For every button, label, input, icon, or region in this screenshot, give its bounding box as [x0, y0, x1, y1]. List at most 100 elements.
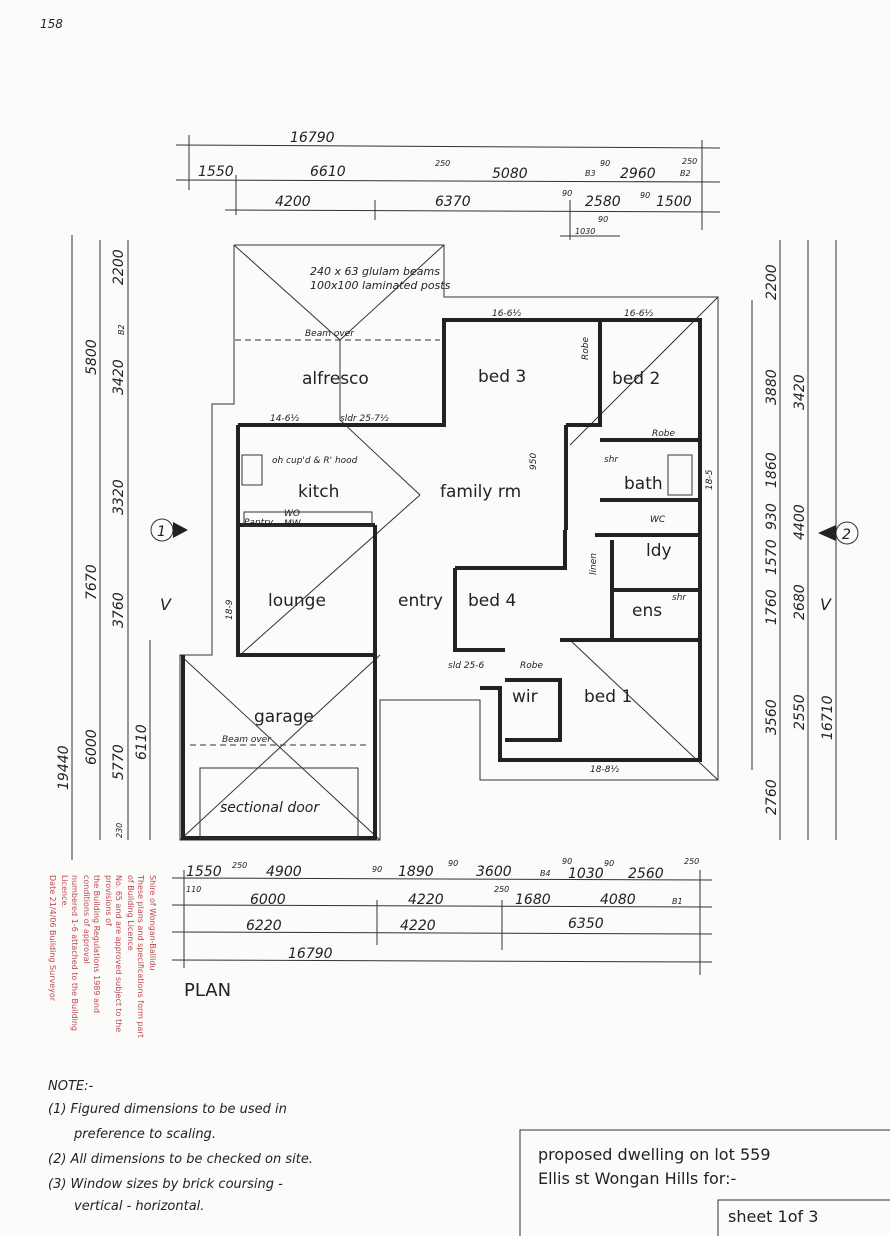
svg-text:WO: WO [284, 509, 300, 519]
svg-text:18-8½: 18-8½ [590, 765, 619, 775]
svg-text:1570: 1570 [764, 539, 780, 575]
annotations: 240 x 63 glulam beams 100x100 laminated … [222, 265, 715, 775]
stamp-line-part: No. 65 and are approved subject to the [114, 875, 123, 1032]
stamp-line-part: the Building Regulations 1989 and [92, 875, 101, 1013]
svg-text:16790: 16790 [290, 130, 335, 146]
svg-text:250: 250 [435, 159, 450, 168]
svg-text:2760: 2760 [764, 779, 780, 815]
notes: NOTE:- (1) Figured dimensions to be used… [48, 1079, 313, 1214]
svg-text:3600: 3600 [476, 864, 512, 880]
svg-text:sheet 1of 3: sheet 1of 3 [728, 1207, 818, 1226]
svg-text:2550: 2550 [792, 694, 808, 730]
svg-text:1030: 1030 [568, 866, 604, 882]
svg-text:B1: B1 [672, 897, 683, 906]
svg-text:19440: 19440 [56, 745, 72, 790]
svg-text:3420: 3420 [111, 359, 127, 395]
svg-text:2960: 2960 [620, 166, 656, 182]
walls [181, 318, 702, 840]
svg-text:3760: 3760 [111, 592, 127, 628]
room-kitchen: kitch [298, 482, 339, 502]
stamp-line-part: provisions of [104, 875, 113, 926]
svg-text:V: V [160, 595, 172, 614]
svg-text:90: 90 [600, 159, 610, 168]
svg-text:100x100 laminated posts: 100x100 laminated posts [310, 279, 451, 292]
svg-text:1550: 1550 [198, 164, 234, 180]
svg-text:90: 90 [562, 857, 572, 866]
svg-text:proposed dwelling on lot 5: proposed dwelling on lot 559 [538, 1145, 771, 1164]
stamp-line-part: of Building Licence [126, 875, 135, 951]
svg-text:B2: B2 [680, 169, 691, 178]
svg-text:5080: 5080 [492, 166, 528, 182]
svg-text:V: V [820, 595, 832, 614]
svg-text:2200: 2200 [764, 264, 780, 300]
room-labels: alfresco bed 3 bed 2 kitch family rm bat… [220, 367, 672, 816]
svg-text:2: 2 [842, 527, 851, 543]
svg-text:90: 90 [448, 859, 458, 868]
svg-text:shr: shr [672, 593, 687, 603]
svg-text:4220: 4220 [408, 892, 444, 908]
svg-text:950: 950 [529, 453, 539, 470]
svg-text:sld 25-6: sld 25-6 [448, 661, 484, 671]
room-ensuite: ens [632, 601, 662, 621]
stamp-line-part: These plans and specifications form part [136, 874, 145, 1038]
svg-text:5770: 5770 [111, 744, 127, 780]
room-laundry: ldy [646, 541, 672, 561]
sectional-door-label: sectional door [220, 800, 320, 816]
svg-text:MW: MW [284, 519, 302, 529]
svg-text:16-6½: 16-6½ [492, 309, 521, 319]
svg-text:(3) Window sizes by brick cour: (3) Window sizes by brick coursing - [48, 1177, 283, 1192]
svg-text:90: 90 [562, 189, 572, 198]
svg-text:B3: B3 [585, 169, 596, 178]
svg-text:3420: 3420 [792, 374, 808, 410]
svg-text:oh cup'd & R' hood: oh cup'd & R' hood [272, 456, 358, 466]
svg-text:NOTE:-: NOTE:- [48, 1079, 93, 1094]
svg-text:110: 110 [186, 885, 201, 894]
svg-text:3880: 3880 [764, 369, 780, 405]
svg-text:6000: 6000 [250, 892, 286, 908]
stamp-line1: These plans and specifications form part… [126, 874, 145, 1038]
room-wir: wir [512, 687, 538, 707]
svg-text:1860: 1860 [764, 452, 780, 488]
svg-text:6350: 6350 [568, 916, 604, 932]
svg-text:3560: 3560 [764, 699, 780, 735]
stamp-line3: the Building Regulations 1989 andconditi… [82, 875, 101, 1013]
svg-text:14-6½: 14-6½ [270, 414, 299, 424]
stamp-line-part: Licence. [60, 875, 69, 908]
svg-text:5800: 5800 [84, 339, 100, 375]
svg-text:16710: 16710 [820, 695, 836, 740]
svg-text:930: 930 [764, 503, 780, 530]
svg-text:18-5: 18-5 [705, 469, 715, 490]
right-dimensions: 2200 3880 3420 1860 4400 930 1570 2680 1… [751, 240, 837, 840]
svg-text:vertical - horizontal.: vertical - horizontal. [74, 1199, 204, 1214]
svg-text:4200: 4200 [275, 194, 311, 210]
svg-text:90: 90 [604, 859, 614, 868]
svg-text:preference to scaling.: preference to scaling. [73, 1127, 216, 1142]
svg-text:B4: B4 [540, 869, 551, 878]
svg-text:Beam over: Beam over [305, 329, 355, 339]
room-bed2: bed 2 [612, 369, 660, 389]
room-bed4: bed 4 [468, 591, 516, 611]
room-alfresco: alfresco [302, 369, 369, 389]
svg-text:B2: B2 [117, 324, 126, 335]
svg-text:1550: 1550 [186, 864, 222, 880]
svg-text:Ellis st Wongan Hills for:: Ellis st Wongan Hills for:- [538, 1169, 736, 1188]
svg-text:1890: 1890 [398, 864, 434, 880]
svg-text:1680: 1680 [515, 892, 551, 908]
svg-text:4900: 4900 [266, 864, 302, 880]
svg-text:90: 90 [372, 865, 382, 874]
stamp-line-part: numbered 1-6 attached to the Building [70, 875, 79, 1031]
room-bath: bath [624, 474, 663, 494]
room-bed1: bed 1 [584, 687, 632, 707]
room-entry: entry [398, 591, 443, 611]
svg-text:Beam over: Beam over [222, 735, 272, 745]
svg-text:1760: 1760 [764, 589, 780, 625]
svg-text:250: 250 [684, 857, 699, 866]
title-block: proposed dwelling on lot 559 Ellis st Wo… [519, 1129, 890, 1236]
svg-text:1: 1 [157, 524, 166, 540]
svg-text:250: 250 [682, 157, 697, 166]
svg-text:240 x 63 glulam beams: 240 x 63 glulam beams [310, 265, 440, 278]
left-dimensions: 2200 5800 B2 3420 3320 7670 3760 19440 6… [56, 235, 151, 860]
svg-text:90: 90 [598, 215, 608, 224]
